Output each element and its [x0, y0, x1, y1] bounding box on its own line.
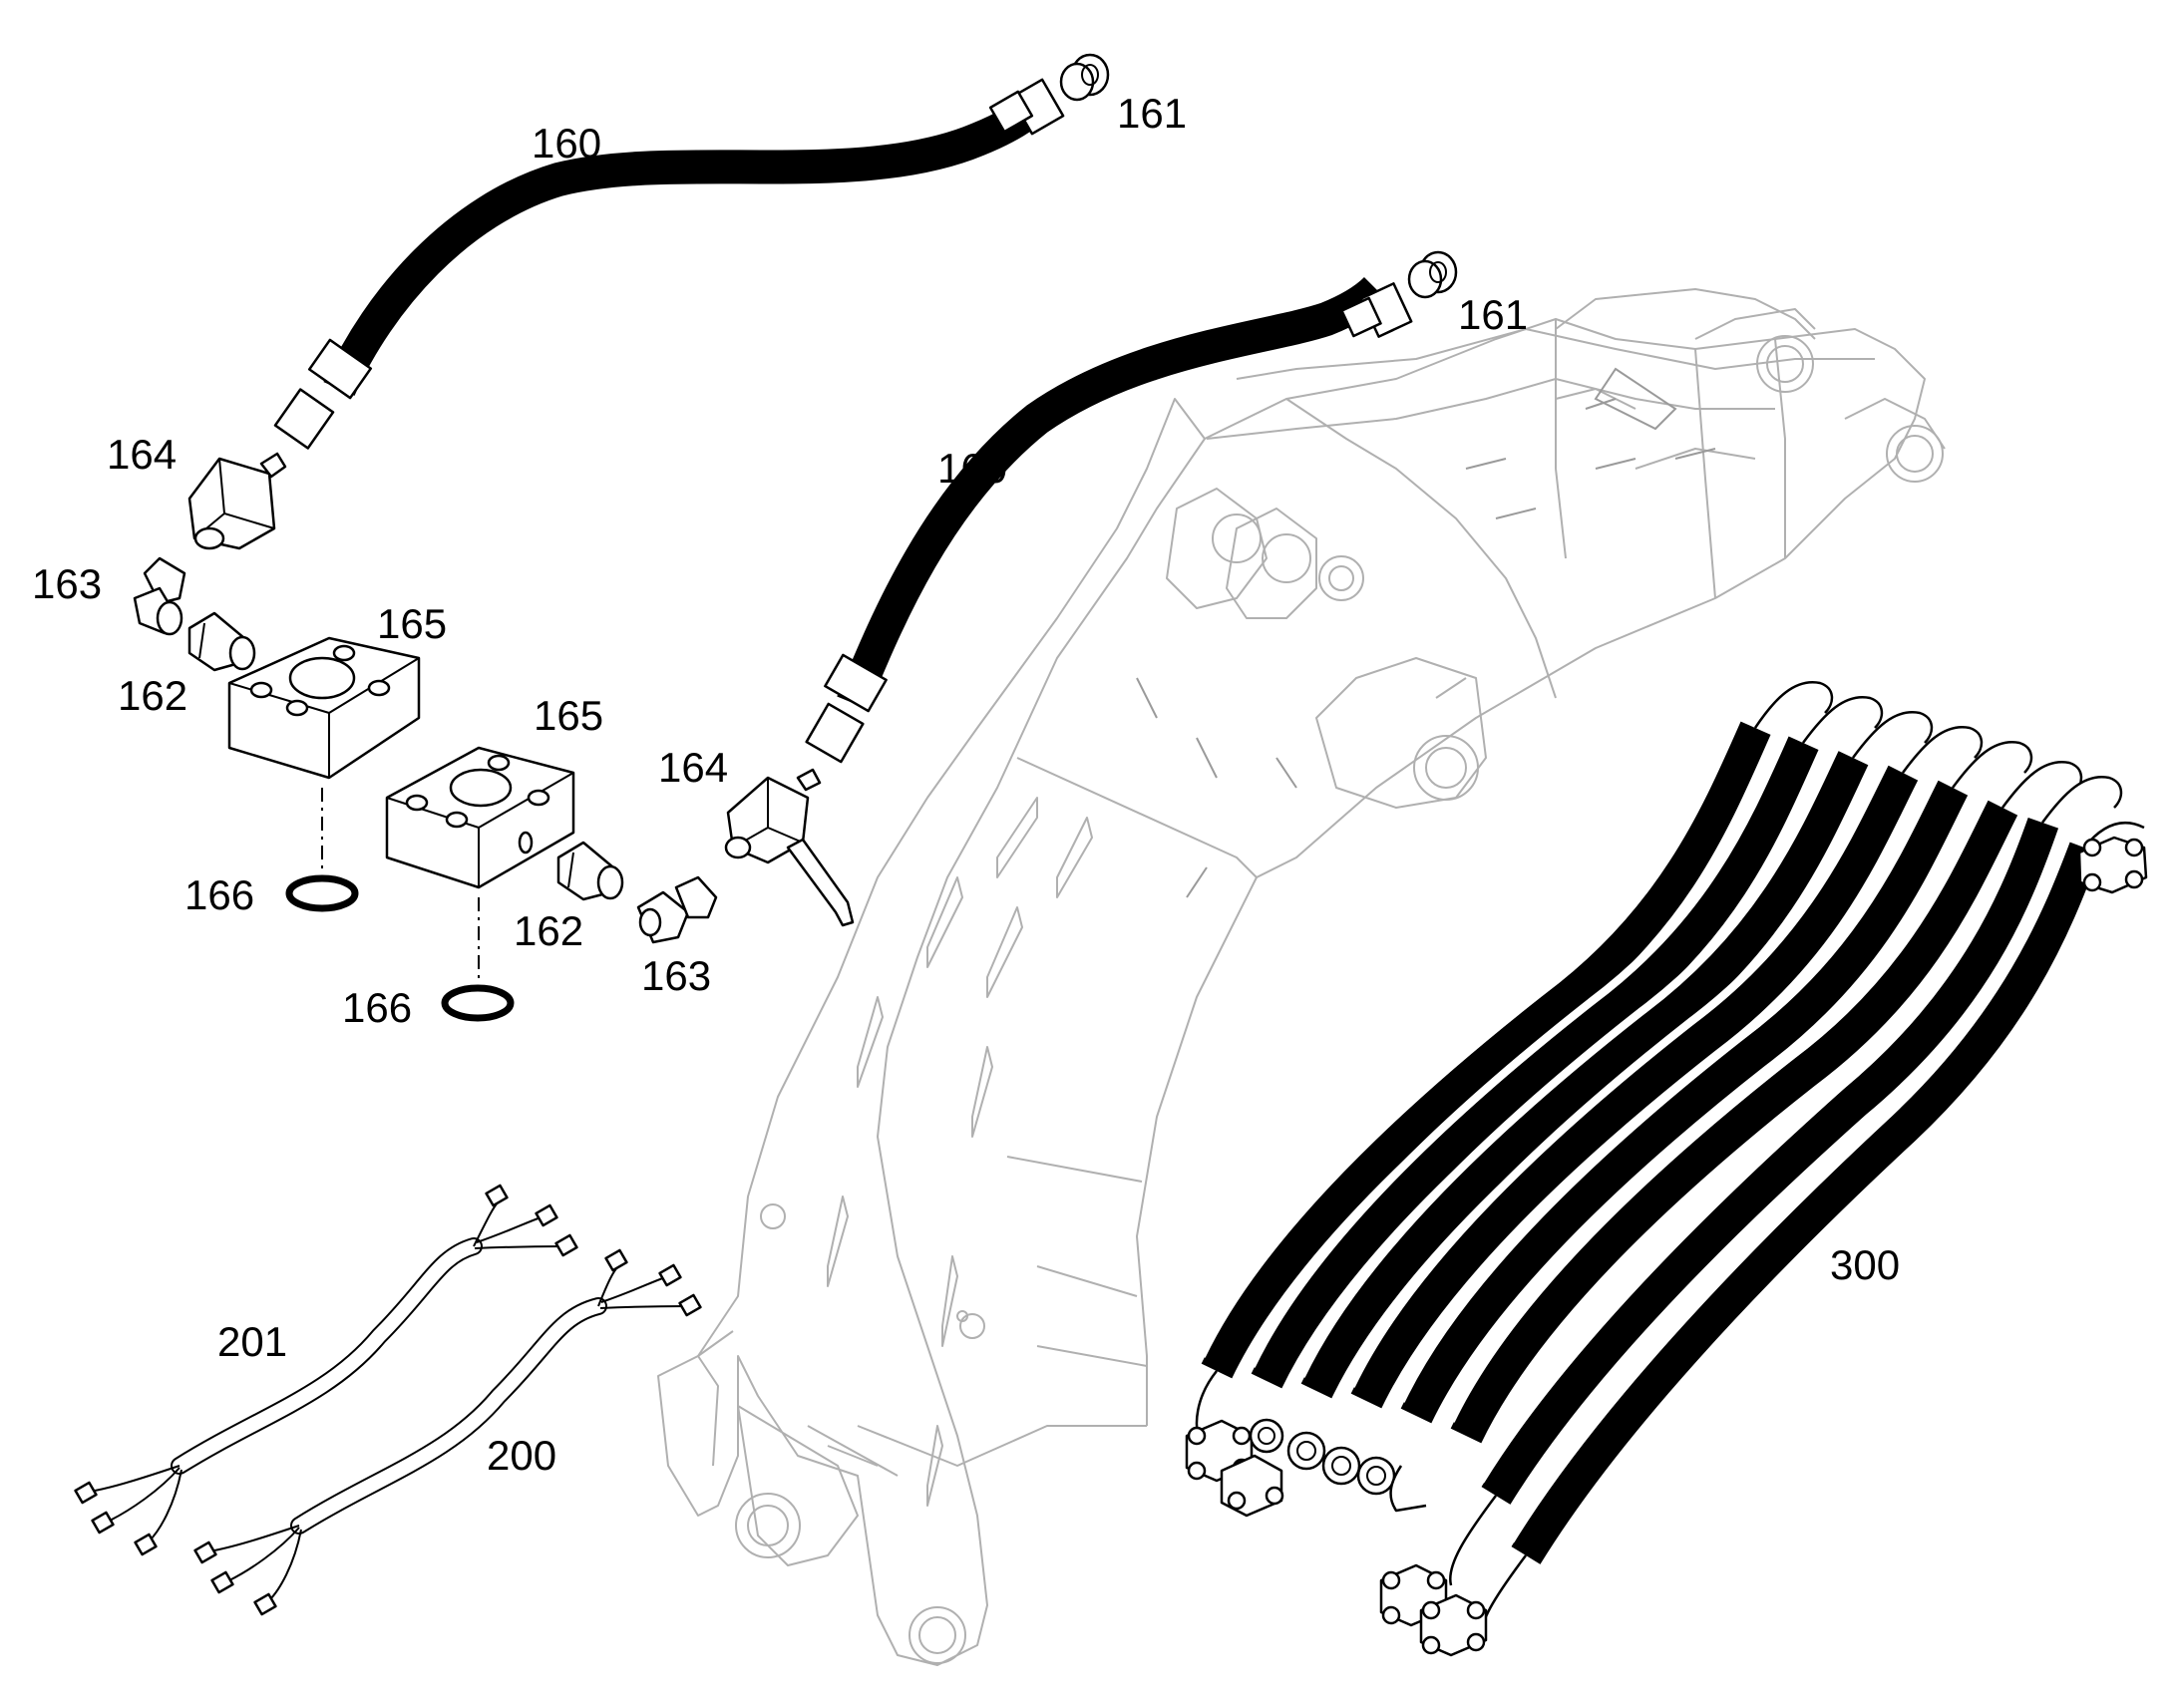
hose-300-5	[1397, 771, 1969, 1424]
callout-165-left: 165	[377, 600, 447, 647]
hose-300-7	[1477, 806, 2059, 1505]
callout-201: 201	[217, 1318, 287, 1365]
callout-164-left: 164	[107, 431, 177, 478]
callout-163-right: 163	[641, 952, 711, 999]
callout-166-right: 166	[342, 984, 412, 1031]
callout-161-lower: 161	[1458, 291, 1528, 338]
ball-valve-164-right	[724, 768, 855, 927]
callout-166-left: 166	[184, 871, 254, 918]
ball-valve-164-left	[187, 452, 287, 550]
hydraulic-hose-160-upper	[273, 78, 1065, 450]
hydraulic-hose-bundle-300	[1185, 680, 2148, 1657]
callout-200: 200	[487, 1432, 556, 1479]
callout-162-left: 162	[118, 672, 187, 719]
union-fitting-162-right	[556, 841, 624, 901]
hose-300-2	[1248, 726, 1819, 1389]
excavator-boom	[657, 288, 1946, 1666]
callout-165-right: 165	[534, 692, 603, 739]
wire-harness-201	[74, 1184, 578, 1556]
flange-block-165-left	[227, 636, 421, 872]
callout-160-lower: 160	[937, 445, 1007, 492]
callout-160-upper: 160	[532, 120, 601, 167]
callout-162-right: 162	[514, 907, 583, 954]
callout-163-left: 163	[32, 560, 102, 607]
hose-300-1	[1198, 711, 1771, 1379]
adapter-161-upper	[1059, 53, 1110, 102]
elbow-fitting-163-right	[636, 875, 718, 944]
flange-block-165-right	[385, 746, 575, 982]
callout-300: 300	[1830, 1241, 1900, 1288]
hose-300-6	[1447, 791, 2018, 1444]
o-ring-166-right	[441, 984, 515, 1022]
wire-harness-200	[193, 1248, 702, 1616]
hose-300-8	[1507, 831, 2100, 1564]
hose-300-4	[1347, 756, 1919, 1409]
hose-300-3	[1297, 741, 1869, 1399]
elbow-fitting-163-left	[133, 556, 186, 636]
callout-161-upper: 161	[1117, 90, 1187, 137]
o-ring-166-left	[285, 874, 359, 912]
hydraulic-hose-160-lower	[805, 276, 1413, 764]
adapter-161-lower	[1407, 250, 1458, 299]
union-fitting-162-left	[187, 611, 256, 672]
callout-164-right: 164	[658, 744, 728, 791]
